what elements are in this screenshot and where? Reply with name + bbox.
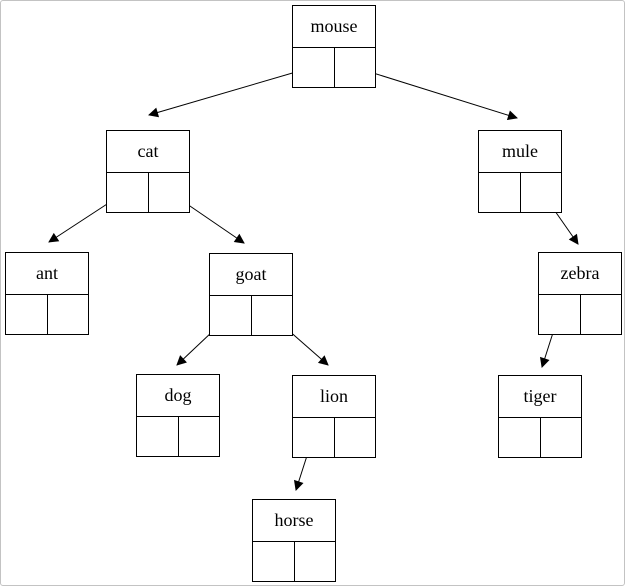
- right-pointer-cell: [335, 418, 376, 457]
- node-label-lion: lion: [293, 376, 375, 418]
- tree-node-mule: mule: [478, 130, 562, 213]
- right-pointer-cell: [252, 296, 293, 335]
- node-label-horse: horse: [253, 500, 335, 542]
- left-pointer-cell: [107, 173, 149, 212]
- left-pointer-cell: [6, 295, 48, 334]
- node-pointer-row: [293, 48, 375, 87]
- node-pointer-row: [6, 295, 88, 334]
- node-label-ant: ant: [6, 253, 88, 295]
- node-label-cat: cat: [107, 131, 189, 173]
- node-label-dog: dog: [137, 375, 219, 417]
- right-pointer-cell: [541, 418, 582, 457]
- tree-node-tiger: tiger: [498, 375, 582, 458]
- node-pointer-row: [293, 418, 375, 457]
- tree-node-cat: cat: [106, 130, 190, 213]
- right-pointer-cell: [335, 48, 376, 87]
- node-pointer-row: [499, 418, 581, 457]
- left-pointer-cell: [210, 296, 252, 335]
- tree-node-dog: dog: [136, 374, 220, 457]
- node-pointer-row: [479, 173, 561, 212]
- left-pointer-cell: [539, 295, 581, 334]
- tree-node-lion: lion: [292, 375, 376, 458]
- left-pointer-cell: [499, 418, 541, 457]
- node-label-goat: goat: [210, 254, 292, 296]
- node-label-mouse: mouse: [293, 6, 375, 48]
- right-pointer-cell: [149, 173, 190, 212]
- right-pointer-cell: [295, 542, 336, 581]
- node-pointer-row: [210, 296, 292, 335]
- left-pointer-cell: [137, 417, 179, 456]
- left-pointer-cell: [293, 418, 335, 457]
- left-pointer-cell: [479, 173, 521, 212]
- node-label-mule: mule: [479, 131, 561, 173]
- node-label-zebra: zebra: [539, 253, 621, 295]
- node-pointer-row: [253, 542, 335, 581]
- right-pointer-cell: [521, 173, 562, 212]
- node-pointer-row: [539, 295, 621, 334]
- node-label-tiger: tiger: [499, 376, 581, 418]
- right-pointer-cell: [581, 295, 622, 334]
- tree-node-mouse: mouse: [292, 5, 376, 88]
- node-pointer-row: [107, 173, 189, 212]
- left-pointer-cell: [253, 542, 295, 581]
- edge-mouse-mule: [353, 66, 518, 121]
- right-pointer-cell: [48, 295, 89, 334]
- tree-node-goat: goat: [209, 253, 293, 336]
- tree-node-horse: horse: [252, 499, 336, 582]
- edge-mouse-cat: [148, 66, 314, 118]
- right-pointer-cell: [179, 417, 220, 456]
- tree-node-zebra: zebra: [538, 252, 622, 335]
- node-pointer-row: [137, 417, 219, 456]
- left-pointer-cell: [293, 48, 335, 87]
- tree-node-ant: ant: [5, 252, 89, 335]
